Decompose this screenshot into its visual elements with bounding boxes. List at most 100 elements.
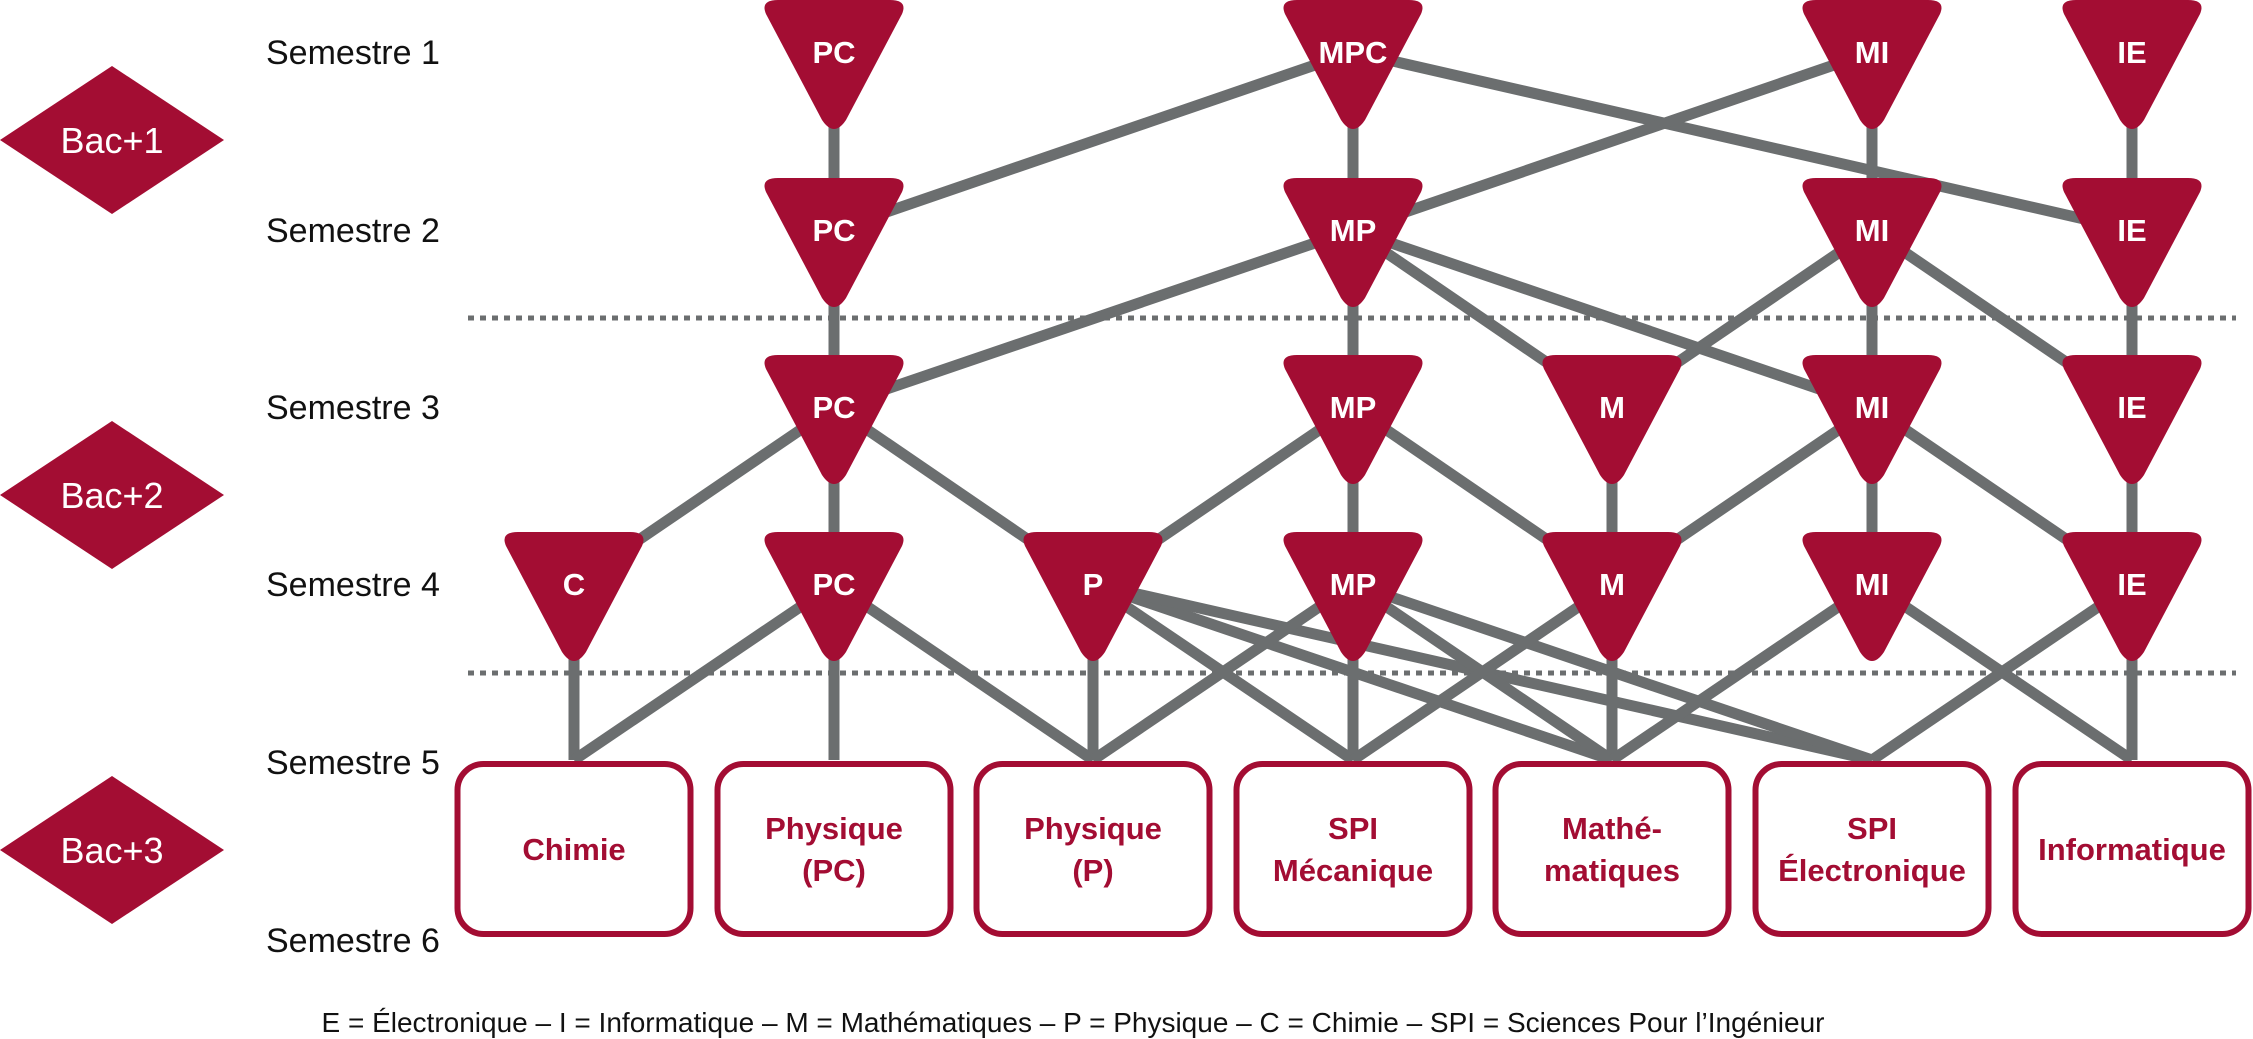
program-label-line: Physique: [1024, 811, 1162, 846]
node-s4-m: M: [1542, 532, 1682, 661]
program-label-line: matiques: [1544, 853, 1680, 888]
node-s2-ie: IE: [2062, 178, 2202, 307]
node-label: MI: [1855, 35, 1889, 70]
node-label: PC: [812, 390, 855, 425]
node-shape: [2062, 178, 2202, 307]
edge-s1-mpc-to-s2-ie: [1351, 46, 2134, 236]
node-shape: [1542, 532, 1682, 661]
semester-label-2: Semestre 2: [266, 212, 440, 250]
node-label: MP: [1330, 567, 1377, 602]
node-s2-mp: MP: [1283, 178, 1423, 307]
semester-label-4: Semestre 4: [266, 566, 440, 604]
node-shape: [1802, 532, 1942, 661]
node-label: MI: [1855, 567, 1889, 602]
edge-s1-mpc-to-s2-pc: [832, 46, 1355, 236]
node-label: MI: [1855, 390, 1889, 425]
edge-s1-mi-to-s2-mp: [1351, 46, 1874, 236]
node-shape: [1283, 355, 1423, 484]
program-label-line: Informatique: [2038, 832, 2226, 867]
semester-label-1: Semestre 1: [266, 34, 440, 72]
level-badge-3: [0, 776, 224, 924]
node-shape: [504, 532, 644, 661]
node-shape: [2062, 0, 2202, 129]
node-shape: [1802, 0, 1942, 129]
node-s4-p: P: [1023, 532, 1163, 661]
node-s4-c: C: [504, 532, 644, 661]
legend-text: E = Électronique – I = Informatique – M …: [322, 1007, 1825, 1038]
edge-s4-ie-to-l3-spi-elec: [1868, 579, 2136, 765]
node-label: M: [1599, 390, 1625, 425]
edge-s4-pc-to-l3-chimie: [570, 579, 838, 765]
program-label-line: Électronique: [1778, 853, 1966, 888]
programs-layer: Chimie Physique(PC) Physique (P) SPIMécaniqu…: [454, 761, 2252, 937]
node-s4-mp: MP: [1283, 532, 1423, 661]
program-box-l3-maths: Mathé-matiques: [1492, 761, 1732, 937]
node-s1-mi: MI: [1802, 0, 1942, 129]
level-badge-2: [0, 421, 224, 569]
program-box-l3-physique-p: Physique (P): [973, 761, 1213, 937]
node-label: MP: [1330, 213, 1377, 248]
node-shape: [1802, 355, 1942, 484]
node-label: IE: [2117, 35, 2146, 70]
edge-s4-m-to-l3-spi-meca: [1349, 579, 1616, 765]
program-box-l3-info: Informatique: [2012, 761, 2252, 937]
node-label: MPC: [1319, 35, 1388, 70]
node-label: PC: [812, 567, 855, 602]
node-label: P: [1083, 567, 1104, 602]
node-shape: [764, 355, 904, 484]
node-label: IE: [2117, 390, 2146, 425]
node-label: PC: [812, 213, 855, 248]
program-box-frame: [2012, 761, 2252, 937]
node-s4-pc: PC: [764, 532, 904, 661]
program-label-line: (P): [1072, 853, 1113, 888]
node-s3-pc: PC: [764, 355, 904, 484]
program-box-frame: [714, 761, 954, 937]
node-label: IE: [2117, 213, 2146, 248]
program-box-frame: [1752, 761, 1992, 937]
level-label-1: Bac+1: [60, 120, 163, 161]
program-label-line: Mathé-: [1562, 811, 1662, 846]
program-label-line: SPI: [1328, 811, 1378, 846]
level-label-2: Bac+2: [60, 475, 163, 516]
level-label-3: Bac+3: [60, 830, 163, 871]
node-shape: [1283, 178, 1423, 307]
level-badge-1: [0, 66, 224, 214]
program-box-l3-physique-pc: Physique(PC): [714, 761, 954, 937]
node-s4-mi: MI: [1802, 532, 1942, 661]
node-s2-pc: PC: [764, 178, 904, 307]
node-shape: [1283, 0, 1423, 129]
node-shape: [2062, 532, 2202, 661]
node-s4-ie: IE: [2062, 532, 2202, 661]
program-label-line: SPI: [1847, 811, 1897, 846]
node-label: IE: [2117, 567, 2146, 602]
node-label: C: [563, 567, 585, 602]
program-box-frame: [1233, 761, 1473, 937]
node-shape: [764, 178, 904, 307]
node-shape: [1283, 532, 1423, 661]
program-box-l3-chimie: Chimie: [454, 761, 694, 937]
node-s3-m: M: [1542, 355, 1682, 484]
node-s3-mp: MP: [1283, 355, 1423, 484]
node-label: MI: [1855, 213, 1889, 248]
program-box-l3-spi-elec: SPI Électronique: [1752, 761, 1992, 937]
node-s1-ie: IE: [2062, 0, 2202, 129]
node-shape: [2062, 355, 2202, 484]
node-s2-mi: MI: [1802, 178, 1942, 307]
node-s1-pc: PC: [764, 0, 904, 129]
node-s3-ie: IE: [2062, 355, 2202, 484]
node-s3-mi: MI: [1802, 355, 1942, 484]
node-label: M: [1599, 567, 1625, 602]
node-shape: [764, 532, 904, 661]
semester-label-5: Semestre 5: [266, 744, 440, 782]
program-box-frame: [973, 761, 1213, 937]
edge-s4-mp-to-l3-physique-p: [1089, 579, 1357, 765]
node-shape: [1023, 532, 1163, 661]
node-label: PC: [812, 35, 855, 70]
semester-label-6: Semestre 6: [266, 922, 440, 960]
node-shape: [1802, 178, 1942, 307]
node-label: MP: [1330, 390, 1377, 425]
program-label-line: Chimie: [522, 832, 625, 867]
